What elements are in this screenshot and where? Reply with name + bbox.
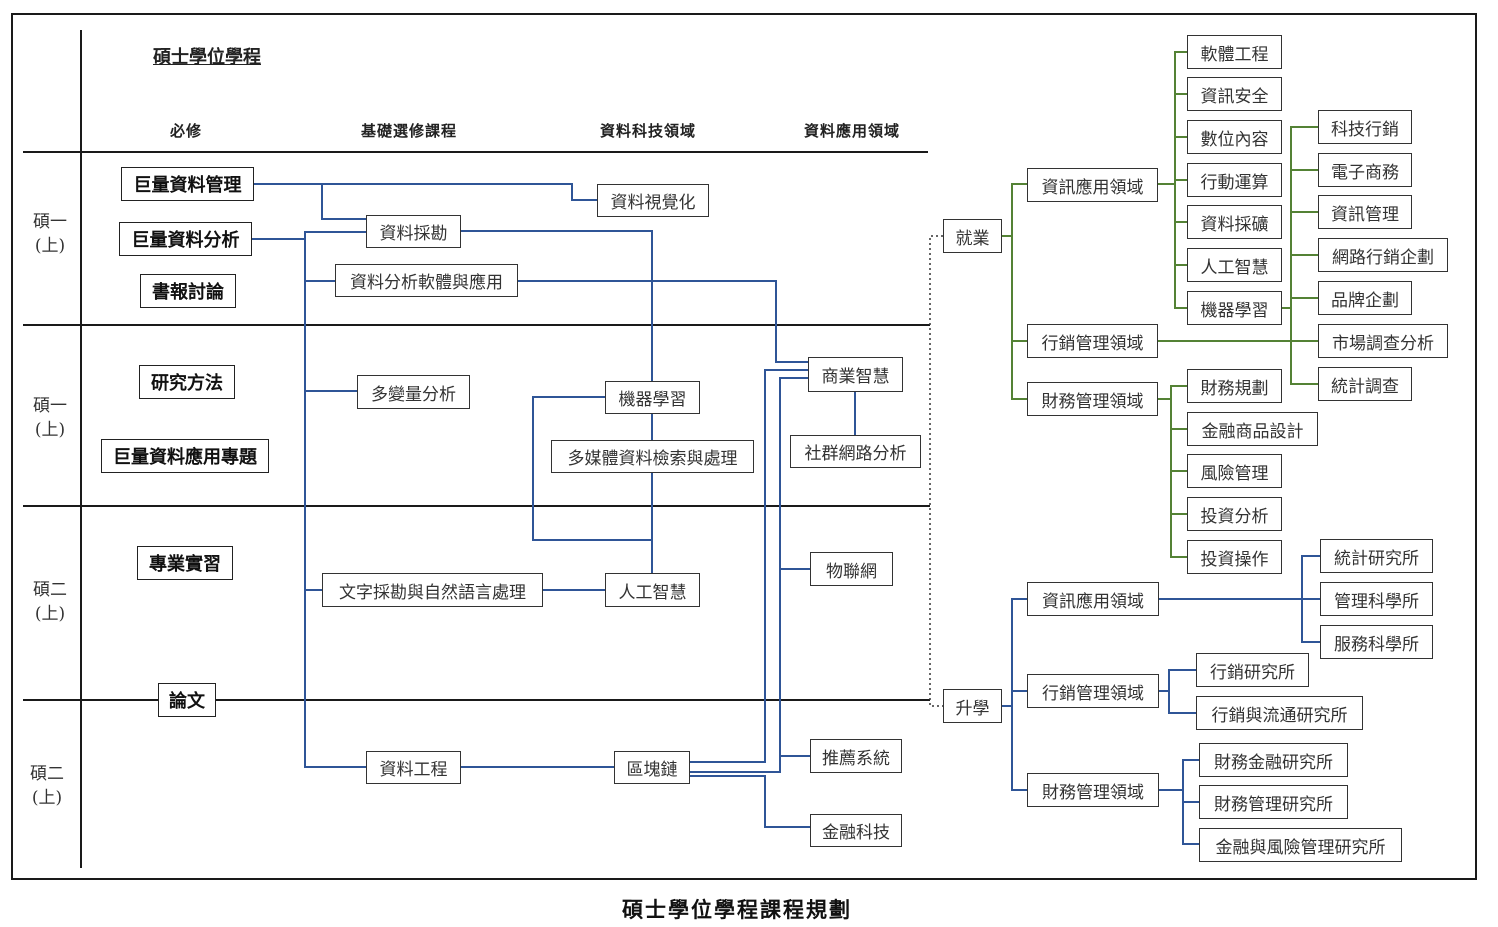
- node-study-finance-field: 財務管理領域: [1027, 773, 1159, 807]
- course-data-engineering: 資料工程: [366, 751, 461, 784]
- institute-item: 財務金融研究所: [1199, 743, 1348, 777]
- job-item: 投資分析: [1187, 497, 1282, 531]
- course-seminar: 書報討論: [140, 274, 236, 308]
- course-big-data-management: 巨量資料管理: [121, 167, 254, 201]
- job-item: 統計調查: [1318, 367, 1412, 401]
- job-item: 軟體工程: [1187, 35, 1282, 69]
- course-iot: 物聯網: [810, 552, 893, 586]
- institute-item: 行銷與流通研究所: [1196, 696, 1363, 730]
- institute-item: 行銷研究所: [1196, 653, 1309, 687]
- job-item: 人工智慧: [1187, 248, 1282, 282]
- institute-item: 金融與風險管理研究所: [1199, 828, 1402, 862]
- course-big-data-project: 巨量資料應用專題: [101, 439, 269, 473]
- dotted-link: [929, 235, 943, 707]
- job-item: 品牌企劃: [1318, 281, 1412, 315]
- node-employment-info-field: 資訊應用領域: [1027, 168, 1158, 202]
- job-item: 行動運算: [1187, 163, 1282, 197]
- course-multivariate: 多變量分析: [357, 375, 470, 409]
- course-business-intelligence: 商業智慧: [808, 357, 903, 392]
- node-employment: 就業: [943, 219, 1002, 253]
- course-social-network: 社群網路分析: [790, 435, 921, 468]
- header-required: 必修: [170, 122, 203, 140]
- semester-label: 碩一(上): [33, 396, 67, 440]
- node-study-info-field: 資訊應用領域: [1027, 582, 1159, 616]
- course-research-methods: 研究方法: [139, 365, 235, 399]
- program-title: 碩士學位學程: [153, 47, 261, 68]
- course-fintech: 金融科技: [810, 814, 902, 847]
- job-item: 投資操作: [1187, 540, 1282, 574]
- course-big-data-analysis: 巨量資料分析: [119, 222, 252, 256]
- institute-item: 統計研究所: [1320, 539, 1433, 573]
- node-further-study: 升學: [943, 689, 1002, 723]
- job-item: 風險管理: [1187, 454, 1282, 488]
- institute-item: 財務管理研究所: [1199, 785, 1348, 819]
- course-connectors: [252, 183, 1332, 845]
- job-item: 資料採礦: [1187, 205, 1282, 239]
- course-visualization: 資料視覺化: [597, 184, 709, 217]
- job-item: 資訊安全: [1187, 77, 1282, 111]
- career-connectors: [1002, 51, 1318, 558]
- job-item: 市場調查分析: [1318, 324, 1448, 358]
- node-employment-marketing-field: 行銷管理領域: [1027, 324, 1158, 358]
- node-study-marketing-field: 行銷管理領域: [1027, 674, 1159, 708]
- semester-label: 碩二(上): [30, 764, 64, 808]
- node-employment-finance-field: 財務管理領域: [1027, 382, 1158, 416]
- diagram-frame: [11, 13, 1477, 880]
- job-item: 數位內容: [1187, 120, 1282, 154]
- semester-label: 碩一(上): [33, 212, 67, 256]
- course-multimedia: 多媒體資料檢索與處理: [551, 440, 754, 473]
- header-tech: 資料科技領域: [600, 122, 697, 140]
- institute-item: 服務科學所: [1320, 625, 1433, 659]
- semester-label: 碩二(上): [33, 580, 67, 624]
- course-blockchain: 區塊鏈: [614, 751, 690, 784]
- header-foundation: 基礎選修課程: [361, 122, 458, 140]
- institute-item: 管理科學所: [1320, 582, 1433, 616]
- job-item: 金融商品設計: [1187, 412, 1318, 446]
- course-machine-learning: 機器學習: [605, 381, 700, 414]
- job-item: 資訊管理: [1318, 195, 1412, 229]
- course-text-mining: 文字採勘與自然語言處理: [322, 573, 543, 607]
- job-item: 財務規劃: [1187, 369, 1282, 403]
- header-application: 資料應用領域: [804, 122, 901, 140]
- course-ai: 人工智慧: [605, 573, 700, 607]
- course-data-mining: 資料採勘: [366, 215, 461, 248]
- course-internship: 專業實習: [137, 546, 233, 580]
- course-thesis: 論文: [158, 683, 216, 717]
- job-item: 電子商務: [1318, 153, 1412, 187]
- diagram-caption: 碩士學位學程課程規劃: [622, 897, 852, 922]
- job-item: 機器學習: [1187, 291, 1282, 325]
- job-item: 科技行銷: [1318, 110, 1412, 144]
- job-item: 網路行銷企劃: [1318, 238, 1448, 272]
- course-recommender: 推薦系統: [810, 739, 902, 773]
- course-analysis-software: 資料分析軟體與應用: [335, 264, 518, 297]
